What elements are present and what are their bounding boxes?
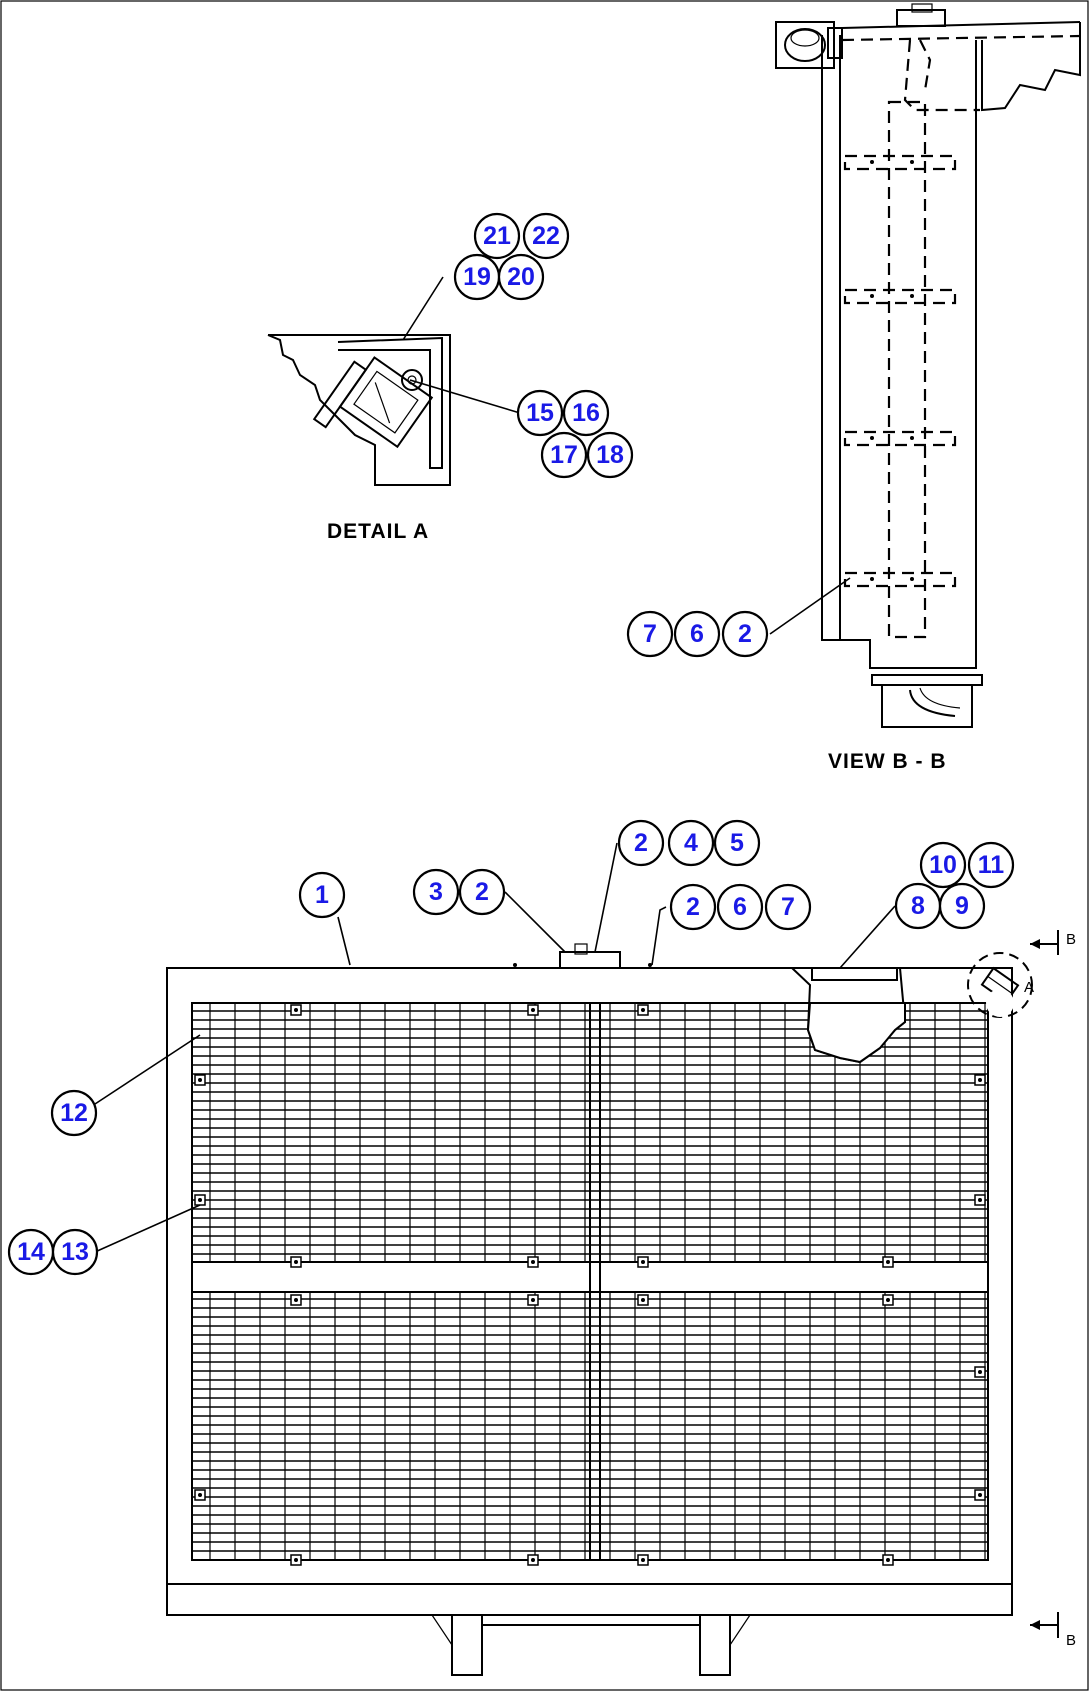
svg-text:9: 9 xyxy=(955,892,969,920)
callout-10: 10 xyxy=(919,841,967,889)
svg-text:19: 19 xyxy=(463,263,491,291)
svg-text:8: 8 xyxy=(911,892,925,920)
callout-12: 12 xyxy=(50,1089,98,1137)
svg-text:21: 21 xyxy=(483,222,511,250)
callout-22: 22 xyxy=(522,212,570,260)
svg-text:22: 22 xyxy=(532,222,560,250)
svg-text:2: 2 xyxy=(475,878,489,906)
svg-text:5: 5 xyxy=(730,829,744,857)
svg-text:15: 15 xyxy=(526,399,554,427)
callout-18: 18 xyxy=(586,431,634,479)
detail-a-label: DETAIL A xyxy=(327,520,429,543)
svg-text:6: 6 xyxy=(733,893,747,921)
callout-11: 11 xyxy=(967,841,1015,889)
callout-7-mid: 7 xyxy=(764,883,812,931)
svg-text:10: 10 xyxy=(929,851,957,879)
svg-text:7: 7 xyxy=(643,620,657,648)
callout-1: 1 xyxy=(298,871,346,919)
marker-a-label: A xyxy=(1024,979,1034,996)
view-bb-label: VIEW B - B xyxy=(828,750,947,773)
svg-text:7: 7 xyxy=(781,893,795,921)
callout-13: 13 xyxy=(51,1228,99,1276)
svg-text:12: 12 xyxy=(60,1099,88,1127)
section-b-bottom-label: B xyxy=(1066,1632,1076,1649)
leader-lines xyxy=(94,276,896,1253)
svg-text:2: 2 xyxy=(634,829,648,857)
front-view-drawing xyxy=(166,930,1059,1676)
svg-text:3: 3 xyxy=(429,878,443,906)
callout-14: 14 xyxy=(7,1228,55,1276)
callout-6-mid: 6 xyxy=(716,883,764,931)
svg-text:16: 16 xyxy=(572,399,600,427)
detail-a-drawing xyxy=(267,334,451,486)
svg-text:13: 13 xyxy=(61,1238,89,1266)
callout-20: 20 xyxy=(497,253,545,301)
callout-4: 4 xyxy=(667,819,715,867)
callout-7-view-bb: 7 xyxy=(626,610,674,658)
svg-text:2: 2 xyxy=(686,893,700,921)
svg-text:20: 20 xyxy=(507,263,535,291)
callout-2-left: 2 xyxy=(458,868,506,916)
callout-2-top: 2 xyxy=(617,819,665,867)
callout-19: 19 xyxy=(453,253,501,301)
callout-16: 16 xyxy=(562,389,610,437)
callout-5: 5 xyxy=(713,819,761,867)
callout-17: 17 xyxy=(540,431,588,479)
svg-text:6: 6 xyxy=(690,620,704,648)
svg-text:18: 18 xyxy=(596,441,624,469)
callout-21: 21 xyxy=(473,212,521,260)
callout-3: 3 xyxy=(412,868,460,916)
svg-text:17: 17 xyxy=(550,441,578,469)
svg-text:11: 11 xyxy=(978,851,1005,879)
svg-text:1: 1 xyxy=(315,881,329,909)
callout-6-view-bb: 6 xyxy=(673,610,721,658)
svg-text:4: 4 xyxy=(684,829,698,857)
section-b-top-label: B xyxy=(1066,931,1076,948)
callout-2-view-bb: 2 xyxy=(721,610,769,658)
svg-text:2: 2 xyxy=(738,620,752,648)
svg-text:14: 14 xyxy=(17,1238,45,1266)
grille-lines xyxy=(192,989,1014,1566)
callout-9: 9 xyxy=(938,882,986,930)
callout-2-mid: 2 xyxy=(669,883,717,931)
callout-8: 8 xyxy=(894,882,942,930)
callout-15: 15 xyxy=(516,389,564,437)
